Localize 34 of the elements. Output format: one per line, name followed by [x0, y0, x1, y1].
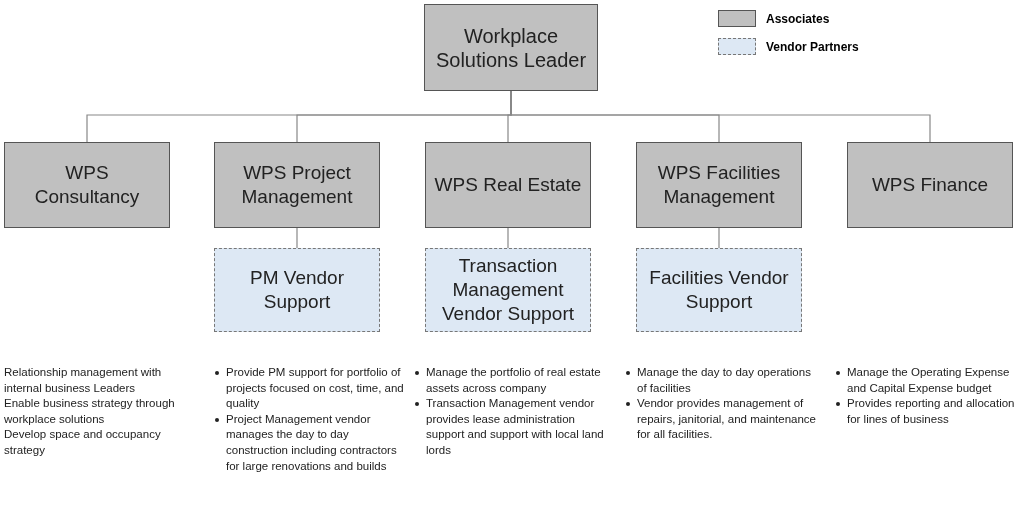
description-text: Provide PM support for portfolio of projects focused on cost, time, and quality	[226, 366, 404, 410]
legend-label: Vendor Partners	[766, 39, 859, 54]
role-title: WPS Finance	[870, 173, 990, 197]
role-title: WPS Facilities Management	[656, 161, 782, 209]
role-title: Transaction Management Vendor Support	[440, 254, 575, 326]
connector-line	[507, 227, 509, 249]
description-text: Relationship management with internal business Leaders	[4, 366, 162, 394]
role-box	[425, 142, 591, 228]
role-box	[214, 142, 380, 228]
description-text: Provides reporting and allocation for lines of business	[847, 397, 1015, 425]
role-title: Facilities Vendor Support	[648, 266, 790, 314]
description-text: Develop space and occupancy strategy	[4, 428, 161, 456]
role-title: WPS Project Management	[240, 161, 354, 209]
description-text: Enable business strategy through workplace solutions	[4, 397, 175, 425]
connector-line	[296, 227, 298, 249]
vendor-box	[636, 248, 802, 332]
role-title: WPS Real Estate	[433, 173, 583, 197]
description-text: Transaction Management vendor provides lease administration support and support with local land lords	[426, 397, 604, 456]
role-title: PM Vendor Support	[249, 266, 345, 314]
description-text: Project Management vendor manages the day to day construction including contractors for large renovations and builds	[226, 412, 397, 472]
vendor-box	[425, 248, 591, 332]
connector-line	[718, 227, 720, 249]
role-box	[424, 4, 598, 91]
description-text: Manage the portfolio of real estate assets across company	[426, 366, 601, 394]
role-box	[4, 142, 170, 228]
description-text: Vendor provides management of repairs, janitorial, and maintenance for all facilities.	[637, 397, 816, 441]
role-box	[636, 142, 802, 228]
vendor-box	[214, 248, 380, 332]
role-title: Workplace Solutions Leader	[434, 23, 588, 72]
description-text: Manage the Operating Expense and Capital Expense budget	[847, 366, 1010, 394]
role-title: WPS Consultancy	[33, 161, 141, 209]
legend-label: Associates	[766, 11, 830, 26]
description-text: Manage the day to day operations of facilities	[637, 366, 811, 394]
role-box	[847, 142, 1013, 228]
